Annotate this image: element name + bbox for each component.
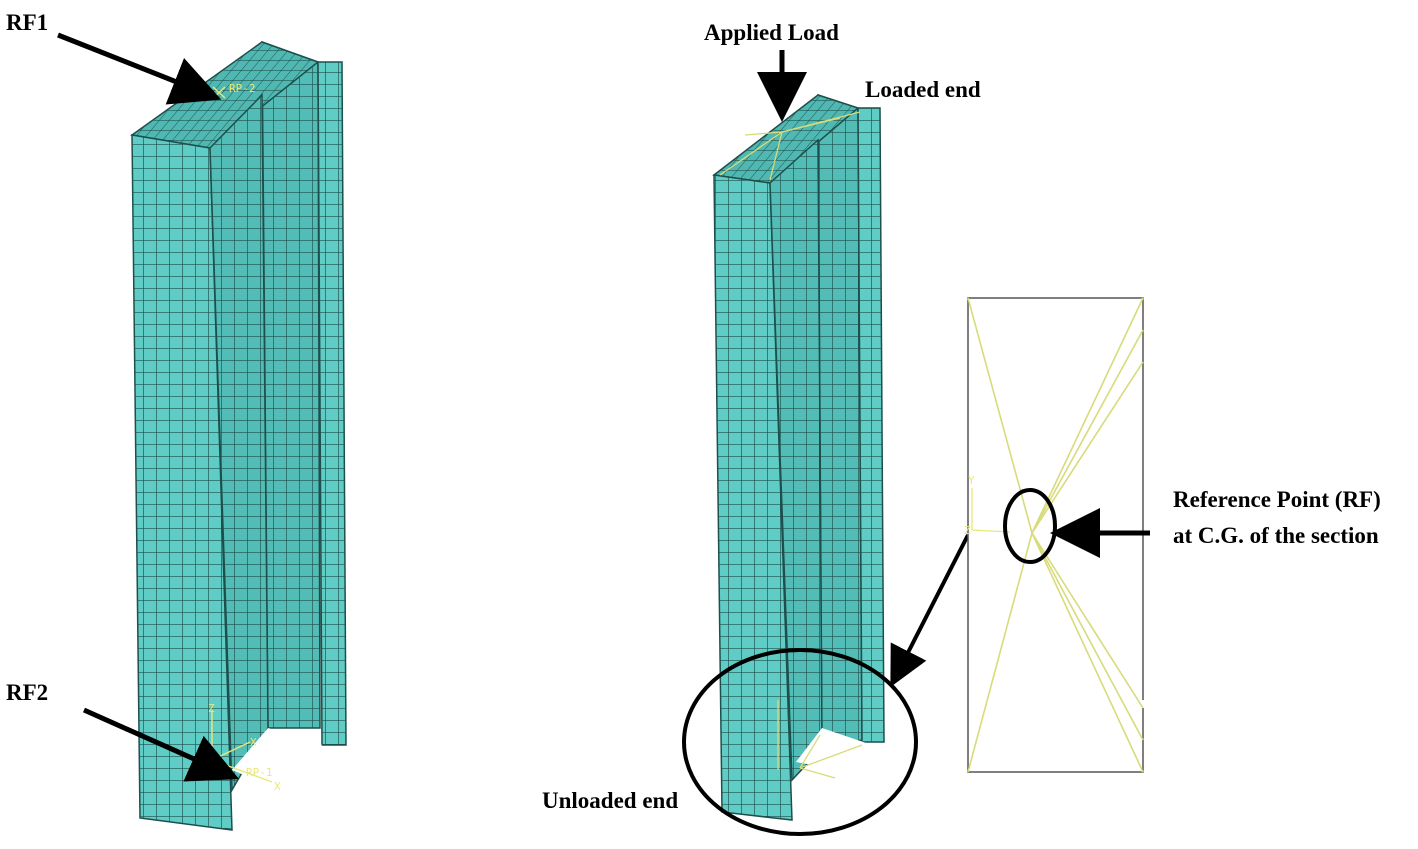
detail-link-arrow xyxy=(890,534,970,688)
left-axis-z: Z xyxy=(208,702,215,715)
left-column-front-face xyxy=(131,134,233,831)
left-rp-bottom-tag: RP-1 xyxy=(246,766,273,779)
section-detail: Y Z Reference Point (RF) at C.G. of the … xyxy=(964,297,1381,773)
right-column-right-flange xyxy=(857,107,885,743)
left-column-right-flange xyxy=(317,61,347,746)
right-top-coupling xyxy=(719,111,861,181)
right-bottom-coupling xyxy=(777,700,863,779)
reference-point-label-line1: Reference Point (RF) xyxy=(1173,487,1381,512)
reference-point-label-line2: at C.G. of the section xyxy=(1173,523,1379,548)
rf2-arrow xyxy=(82,707,240,782)
unloaded-end-circle xyxy=(682,648,918,836)
applied-load-label: Applied Load xyxy=(704,20,839,45)
rf1-label: RF1 xyxy=(6,10,48,35)
left-column-model: RP-2 Z X X RP-1 RF1 RF2 xyxy=(6,10,347,831)
section-rigid-links xyxy=(967,297,1144,773)
rf2-label: RF2 xyxy=(6,680,48,705)
left-column-bottom-opening xyxy=(232,728,322,790)
loaded-end-label: Loaded end xyxy=(865,77,981,102)
left-column-web xyxy=(261,40,321,729)
rf1-arrow xyxy=(57,32,222,105)
left-axis-x2: X xyxy=(274,780,281,793)
left-rp-top-tag: RP-2 xyxy=(229,82,256,95)
unloaded-end-label: Unloaded end xyxy=(542,788,678,813)
section-axis-z: Z xyxy=(964,524,971,537)
section-axis-y: Y xyxy=(968,474,975,487)
right-column-bottom-opening xyxy=(796,728,872,770)
right-column-front-face xyxy=(713,174,793,821)
left-axis-x1: X xyxy=(250,736,257,749)
right-column-model: Applied Load Loaded end Unloaded end xyxy=(542,20,981,836)
